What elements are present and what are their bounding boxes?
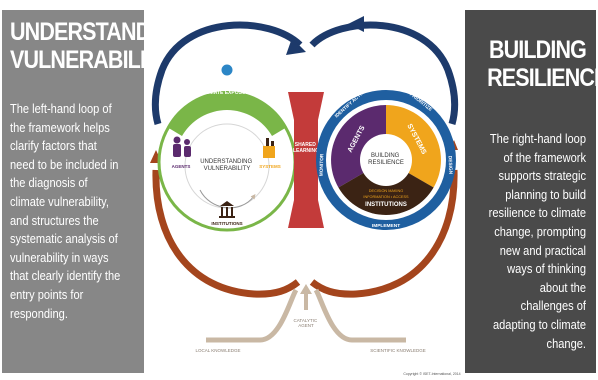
shared-learning-text: SHARED bbox=[295, 142, 317, 148]
institutions-label: INSTITUTIONS bbox=[211, 221, 242, 226]
left-loop-bottom-arrow bbox=[152, 169, 301, 298]
left-loop-top-arrow bbox=[151, 21, 303, 125]
understanding-vulnerability-center-label: UNDERSTANDING VULNERABILITY bbox=[200, 159, 254, 172]
institutions-segment bbox=[338, 160, 434, 215]
systems-icon bbox=[263, 138, 275, 158]
local-knowledge-arrow bbox=[206, 288, 299, 343]
scientific-knowledge-arrow bbox=[313, 288, 406, 343]
right-loop-bottom-arrow bbox=[309, 169, 458, 298]
climate-exposure-band bbox=[167, 90, 287, 136]
shared-learning-band bbox=[288, 92, 324, 228]
framework-diagram: CLIMATE EXPOSURE UNDERSTANDING VULNERABI… bbox=[150, 16, 461, 376]
right-loop-top-arrow bbox=[309, 21, 459, 125]
cycle-arrow-left bbox=[199, 189, 256, 209]
right-loop-top-arrowhead bbox=[348, 16, 364, 32]
building-resilience-center-label: BUILDING RESILIENCE bbox=[368, 153, 404, 166]
catalytic-agent-text-line2: AGENT bbox=[298, 323, 314, 328]
building-resilience-core bbox=[360, 134, 412, 186]
copyright-label: Copyright © ISET-International, 2014 bbox=[403, 372, 460, 376]
shared-learning-label: SHARED LEARNING bbox=[293, 142, 319, 154]
systems-label: SYSTEMS bbox=[259, 164, 281, 169]
understanding-vulnerability-center-text: UNDERSTANDING bbox=[200, 159, 252, 165]
ring-label-design: DESIGN bbox=[447, 156, 454, 175]
left-loop-top-arrowhead bbox=[286, 38, 306, 55]
agents-icon bbox=[173, 136, 191, 157]
left-panel: UNDERSTANDING VULNERABILITY The left-han… bbox=[2, 10, 187, 373]
agents-label: AGENTS bbox=[172, 164, 191, 169]
building-resilience-center-text: BUILDING bbox=[371, 153, 400, 159]
right-panel-title: BUILDING RESILIENCE bbox=[487, 36, 598, 92]
catalytic-agent-text: CATALYTIC bbox=[293, 318, 318, 323]
right-panel: BUILDING RESILIENCE The right-hand loop … bbox=[465, 10, 598, 373]
right-panel-body: The right-hand loop of the framework sup… bbox=[488, 132, 586, 351]
building-resilience-center-text-line2: RESILIENCE bbox=[368, 160, 404, 166]
sun-icon bbox=[220, 63, 234, 77]
information-access-label: INFORMATION • ACCESS bbox=[363, 195, 409, 199]
catalytic-agent-label: CATALYTIC AGENT bbox=[293, 318, 318, 328]
decision-making-label: DECISION MAKING bbox=[369, 189, 403, 193]
institutions-segment-label: INSTITUTIONS bbox=[365, 202, 407, 208]
institutions-icon bbox=[219, 201, 235, 218]
climate-exposure-label: CLIMATE EXPOSURE bbox=[201, 90, 253, 96]
scientific-knowledge-label: SCIENTIFIC KNOWLEDGE bbox=[370, 348, 426, 353]
ring-label-implement: IMPLEMENT bbox=[372, 223, 400, 229]
understanding-vulnerability-center-text-line2: VULNERABILITY bbox=[204, 166, 251, 172]
catalytic-agent-arrowhead bbox=[300, 284, 312, 294]
local-knowledge-label: LOCAL KNOWLEDGE bbox=[195, 348, 240, 353]
shared-learning-text-line2: LEARNING bbox=[293, 148, 319, 154]
left-panel-body: The left-hand loop of the framework help… bbox=[10, 102, 121, 321]
ring-label-monitor: MONITOR bbox=[319, 153, 326, 176]
left-panel-title: UNDERSTANDING VULNERABILITY bbox=[10, 18, 187, 74]
